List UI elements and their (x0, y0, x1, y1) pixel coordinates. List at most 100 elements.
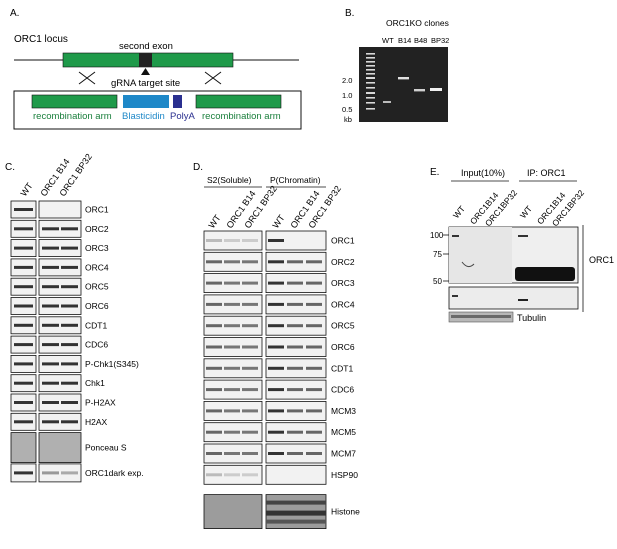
blot-c-label-cdc6: CDC6 (85, 340, 108, 350)
blot-c-cdc6-band-wt (14, 343, 33, 347)
blot-d-orc1-soluble-band-1 (206, 239, 222, 242)
blot-d-orc2-chromatin-band-2 (287, 260, 303, 264)
blot-d-cdt1-chromatin-band-1 (268, 366, 284, 370)
panel-c: C. WT ORC1 B14 ORC1 BP32 ORC1ORC2ORC3ORC… (5, 152, 144, 483)
panel-b: B. ORC1KO clones WT B14 B48 BP32 2.0 1.0… (342, 8, 449, 124)
blot-c-orc6-ko-box (38, 297, 82, 315)
blot-c-orc3-band-b14 (42, 246, 59, 250)
marker-1kb: 1.0 (342, 91, 352, 100)
blot-c-h2ax-band-b14 (42, 420, 59, 424)
marker-2kb: 2.0 (342, 76, 352, 85)
blot-d-histone-band-1 (266, 500, 326, 505)
blot-c-orc2-ko-box (38, 219, 82, 238)
blot-c-label-cdt1: CDT1 (85, 320, 107, 330)
gel-band-b48 (414, 89, 425, 92)
crossover-right-icon (204, 71, 222, 85)
second-exon-box (139, 53, 152, 67)
grna-arrow-icon (141, 68, 150, 75)
blot-c-orc1dark-exp-ko-box (38, 463, 82, 483)
blot-c-orc1-ko-box (38, 200, 82, 219)
blot-d-orc3-chromatin-band-1 (268, 281, 284, 285)
gel-lane-bp32: BP32 (431, 36, 449, 45)
blot-c-orc4-ko-box (38, 258, 82, 277)
blot-d-mcm7-chromatin-band-1 (268, 452, 284, 455)
blot-c-label-p-h2ax: P-H2AX (85, 398, 116, 408)
blot-c-p-h2ax-band-bp32 (61, 401, 78, 404)
blot-c-ponceau-s-ko-box (38, 432, 82, 464)
blot-d-orc1-chromatin-band-1 (268, 239, 284, 242)
blot-d-mcm5-chromatin-band-2 (287, 430, 303, 434)
blot-c-label-orc2: ORC2 (85, 224, 109, 234)
blot-c-p-h2ax-band-wt (14, 401, 33, 404)
blot-c-orc5-ko-box (38, 277, 82, 296)
panel-b-letter: B. (345, 8, 354, 19)
panel-c-lane-wt: WT (18, 181, 35, 199)
blot-d-orc6-chromatin-band-3 (306, 345, 322, 349)
panel-e: E. Input(10%) IP: ORC1 WT ORC1B14 ORC1BP… (430, 167, 614, 323)
panel-d-lane-1: WT (206, 213, 223, 231)
blot-d-label-mcm5: MCM5 (331, 427, 356, 437)
blot-c-orc3-band-wt (14, 246, 33, 250)
blot-d-orc4-chromatin-band-1 (268, 302, 284, 306)
blot-d-label-orc2: ORC2 (331, 257, 355, 267)
blot-d-label-histone: Histone (331, 507, 360, 517)
blot-c-ponceau-s-wt-box (10, 432, 37, 464)
blot-c-label-orc5: ORC5 (85, 282, 109, 292)
blot-d-label-orc4: ORC4 (331, 299, 355, 309)
blot-c-orc1dark-exp-band-wt (14, 471, 33, 475)
blot-d-cdt1-chromatin-band-2 (287, 366, 303, 370)
gel-lane-b48: B48 (414, 36, 427, 45)
blot-d-label-orc1: ORC1 (331, 236, 355, 246)
blot-d-orc4-chromatin-band-2 (287, 302, 303, 306)
blot-d-cdt1-soluble-band-2 (224, 366, 240, 370)
soluble-group-label: S2(Soluble) (207, 175, 252, 185)
blot-d-orc3-chromatin-band-3 (306, 281, 322, 285)
blot-d-histone-band-2 (266, 510, 326, 516)
tubulin-band (451, 315, 511, 318)
blot-d-hsp90-chromatin-box (265, 464, 327, 485)
blot-c-h2ax-band-bp32 (61, 420, 78, 424)
blot-d-mcm5-soluble-band-2 (224, 430, 240, 434)
blot-d-mcm3-chromatin-band-1 (268, 409, 284, 413)
blot-c-chk1-ko-box (38, 374, 82, 393)
blot-c-cdc6-ko-box (38, 335, 82, 354)
marker-0-5kb: 0.5 (342, 105, 352, 114)
blot-c-label-h2ax: H2AX (85, 417, 108, 427)
blot-c-cdt1-ko-box (38, 316, 82, 335)
blot-c-p-chk1-s345-ko-box (38, 354, 82, 373)
blot-d-orc6-soluble-band-1 (206, 345, 222, 349)
blot-d-mcm3-soluble-band-2 (224, 409, 240, 413)
blot-d-label-mcm3: MCM3 (331, 406, 356, 416)
blot-d-mcm7-soluble-band-1 (206, 452, 222, 455)
tubulin-label: Tubulin (517, 313, 546, 323)
grna-target-label: gRNA target site (111, 78, 180, 89)
blot-d-mcm5-soluble-band-1 (206, 430, 222, 434)
blot-c-h2ax-ko-box (38, 412, 82, 431)
panel-d-letter: D. (193, 162, 203, 173)
blot-c-orc3-ko-box (38, 239, 82, 258)
blot-c-chk1-band-bp32 (61, 381, 78, 385)
crossover-left-icon (78, 71, 96, 85)
blot-d-orc6-chromatin-band-1 (268, 345, 284, 349)
ip-wt-orc1-band (518, 235, 528, 237)
blot-d-mcm3-soluble-band-3 (242, 409, 258, 413)
blot-c-p-h2ax-ko-box (38, 393, 82, 412)
polya-label: PolyA (170, 111, 195, 122)
blot-d-cdc6-soluble-band-1 (206, 388, 222, 392)
blot-d-mcm3-chromatin-band-2 (287, 409, 303, 413)
input-blot-region (449, 227, 512, 283)
blot-c-orc3-band-bp32 (61, 246, 78, 250)
blasticidin-label: Blasticidin (122, 111, 165, 122)
blot-d-mcm3-soluble-band-1 (206, 409, 222, 413)
gel-band-wt (383, 101, 391, 103)
blot-c-orc2-band-wt (14, 227, 33, 231)
blot-c-orc4-band-bp32 (61, 265, 78, 269)
blot-d-label-hsp90: HSP90 (331, 470, 358, 480)
gel-band-bp32 (430, 88, 442, 91)
blot-c-p-chk1-s345-band-b14 (42, 362, 59, 366)
blot-d-orc5-soluble-band-3 (242, 324, 258, 328)
ip-blot-lower (448, 286, 579, 310)
panel-d-lane-4: WT (270, 213, 287, 231)
panel-c-letter: C. (5, 162, 15, 173)
blot-d-orc2-soluble-band-1 (206, 260, 222, 264)
